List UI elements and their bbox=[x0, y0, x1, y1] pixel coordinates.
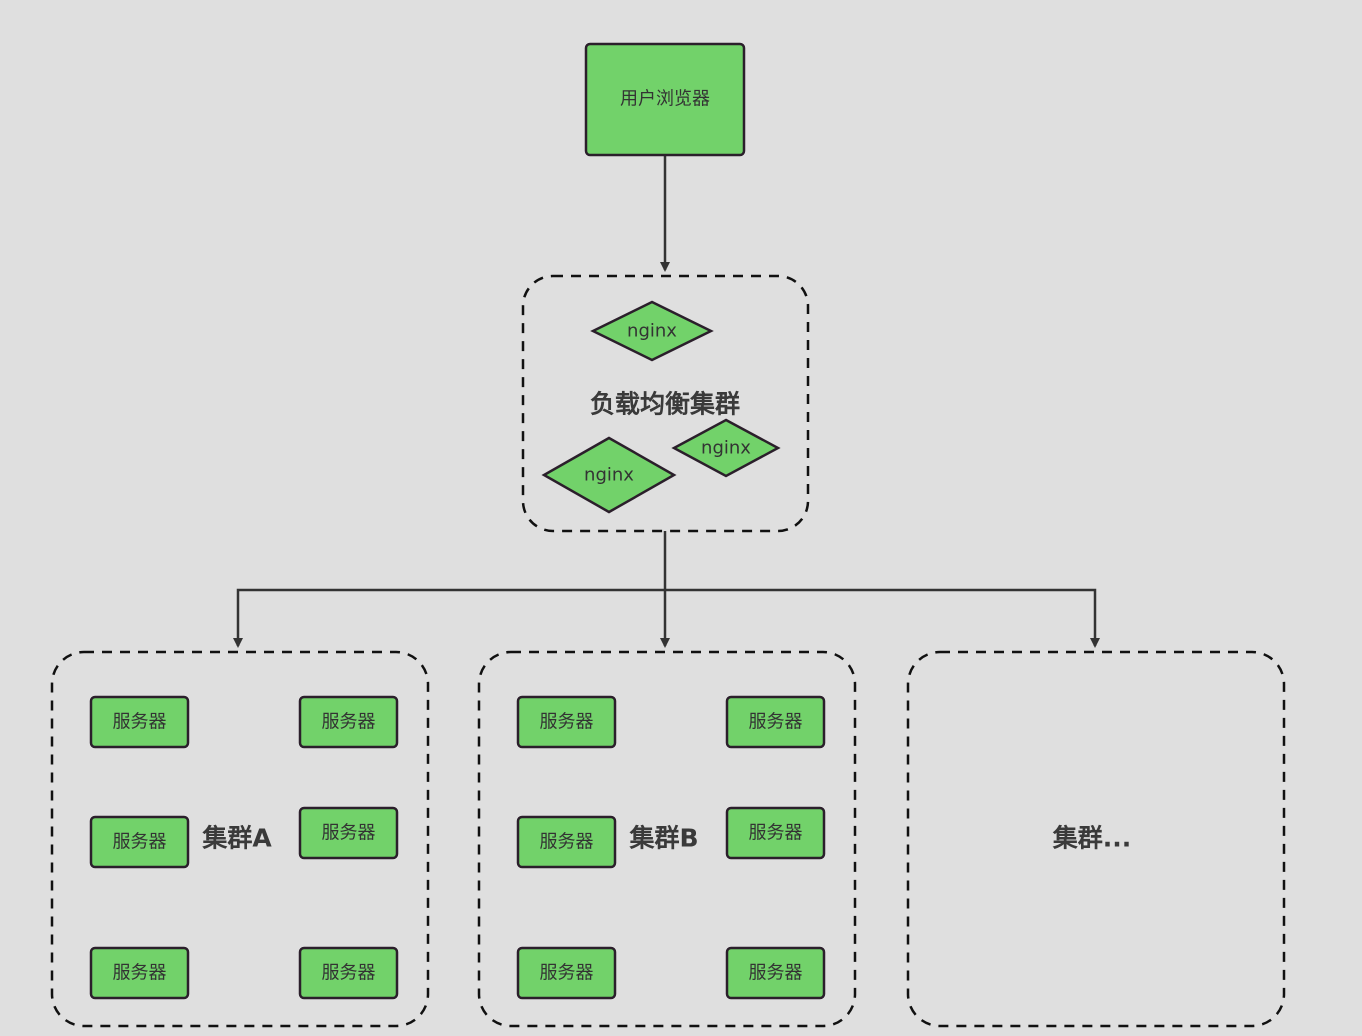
server-node: 服务器 bbox=[516, 815, 617, 869]
nginx-node: nginx bbox=[590, 300, 714, 362]
server-label: 服务器 bbox=[113, 712, 167, 733]
server-label: 服务器 bbox=[749, 712, 803, 733]
nginx-label: nginx bbox=[627, 321, 677, 342]
server-node: 服务器 bbox=[725, 946, 826, 1000]
cluster-label: 集群... bbox=[1052, 824, 1132, 853]
server-label: 服务器 bbox=[113, 832, 167, 853]
browser-label: 用户浏览器 bbox=[620, 89, 710, 110]
load-balancer-label: 负载均衡集群 bbox=[590, 390, 740, 419]
cluster-label: 集群B bbox=[628, 824, 698, 853]
server-node: 服务器 bbox=[516, 695, 617, 749]
server-node: 服务器 bbox=[298, 946, 399, 1000]
server-label: 服务器 bbox=[322, 823, 376, 844]
server-node: 服务器 bbox=[89, 815, 190, 869]
cluster-group: 服务器服务器服务器服务器服务器服务器集群A bbox=[50, 650, 430, 1028]
server-label: 服务器 bbox=[540, 712, 594, 733]
cluster-group: 集群... bbox=[906, 650, 1286, 1028]
nginx-node: nginx bbox=[541, 436, 677, 514]
server-node: 服务器 bbox=[725, 695, 826, 749]
server-label: 服务器 bbox=[540, 963, 594, 984]
server-label: 服务器 bbox=[749, 963, 803, 984]
server-label: 服务器 bbox=[540, 832, 594, 853]
server-node: 服务器 bbox=[725, 806, 826, 860]
nginx-label: nginx bbox=[701, 438, 751, 459]
server-node: 服务器 bbox=[298, 806, 399, 860]
server-node: 服务器 bbox=[516, 946, 617, 1000]
server-node: 服务器 bbox=[298, 695, 399, 749]
server-node: 服务器 bbox=[89, 695, 190, 749]
server-label: 服务器 bbox=[322, 712, 376, 733]
nginx-label: nginx bbox=[584, 465, 634, 486]
nginx-node: nginx bbox=[671, 418, 781, 478]
edge-lb-to-cluster-c bbox=[665, 588, 1100, 648]
load-balancer-cluster: 负载均衡集群 nginx nginx nginx bbox=[521, 274, 810, 533]
edge-lb-to-cluster-a bbox=[233, 588, 665, 648]
server-label: 服务器 bbox=[749, 823, 803, 844]
browser-node: 用户浏览器 bbox=[584, 42, 746, 157]
server-label: 服务器 bbox=[322, 963, 376, 984]
cluster-label: 集群A bbox=[201, 824, 272, 853]
server-label: 服务器 bbox=[113, 963, 167, 984]
server-node: 服务器 bbox=[89, 946, 190, 1000]
cluster-group: 服务器服务器服务器服务器服务器服务器集群B bbox=[477, 650, 857, 1028]
